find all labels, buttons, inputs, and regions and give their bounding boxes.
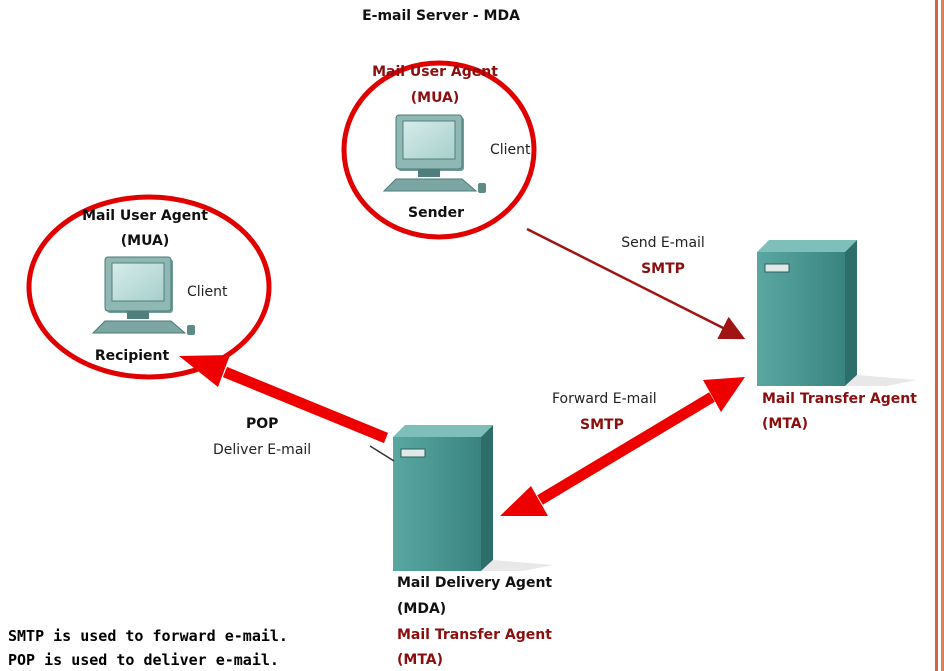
sender-agent-label: Mail User Agent: [372, 64, 498, 80]
mda-connector-line: [369, 445, 395, 462]
mda-server-icon: [393, 425, 553, 571]
sender-pc-icon: [382, 114, 486, 193]
mta-label: Mail Transfer Agent: [762, 391, 917, 407]
page-border-outer: [941, 0, 944, 671]
mda-abbr: (MDA): [397, 601, 447, 617]
footnote-smtp: SMTP is used to forward e-mail.: [8, 627, 288, 645]
recipient-role-label: Recipient: [94, 348, 170, 364]
forward-protocol-label: SMTP: [580, 417, 624, 433]
deliver-email-label: Deliver E-mail: [213, 442, 312, 458]
mta-abbr: (MTA): [762, 416, 809, 432]
send-email-arrow: [526, 227, 746, 340]
pop-protocol-label: POP: [246, 416, 279, 432]
footnote-pop: POP is used to deliver e-mail.: [8, 651, 279, 669]
mda-mta-abbr: (MTA): [397, 652, 444, 668]
mta-server-icon: [757, 240, 917, 386]
server-title: E-mail Server - MDA: [362, 8, 520, 24]
pop-deliver-arrow: [179, 355, 389, 444]
send-protocol-label: SMTP: [641, 261, 685, 277]
mda-label: Mail Delivery Agent: [397, 575, 553, 591]
recipient-client-label: Client: [187, 284, 228, 300]
sender-role-label: Sender: [408, 205, 464, 221]
sender-agent-abbr: (MUA): [410, 90, 460, 106]
recipient-agent-abbr: (MUA): [120, 233, 170, 249]
recipient-agent-label: Mail User Agent: [82, 208, 208, 224]
recipient-pc-icon: [91, 256, 195, 335]
recipient-highlight-circle: [26, 194, 272, 380]
mda-mta-label: Mail Transfer Agent: [397, 627, 552, 643]
page-border: [935, 0, 938, 671]
forward-email-arrow: [500, 377, 745, 516]
forward-email-label: Forward E-mail: [552, 391, 657, 407]
sender-highlight-circle: [341, 60, 537, 240]
send-email-label: Send E-mail: [621, 235, 705, 251]
sender-client-label: Client: [490, 142, 531, 158]
